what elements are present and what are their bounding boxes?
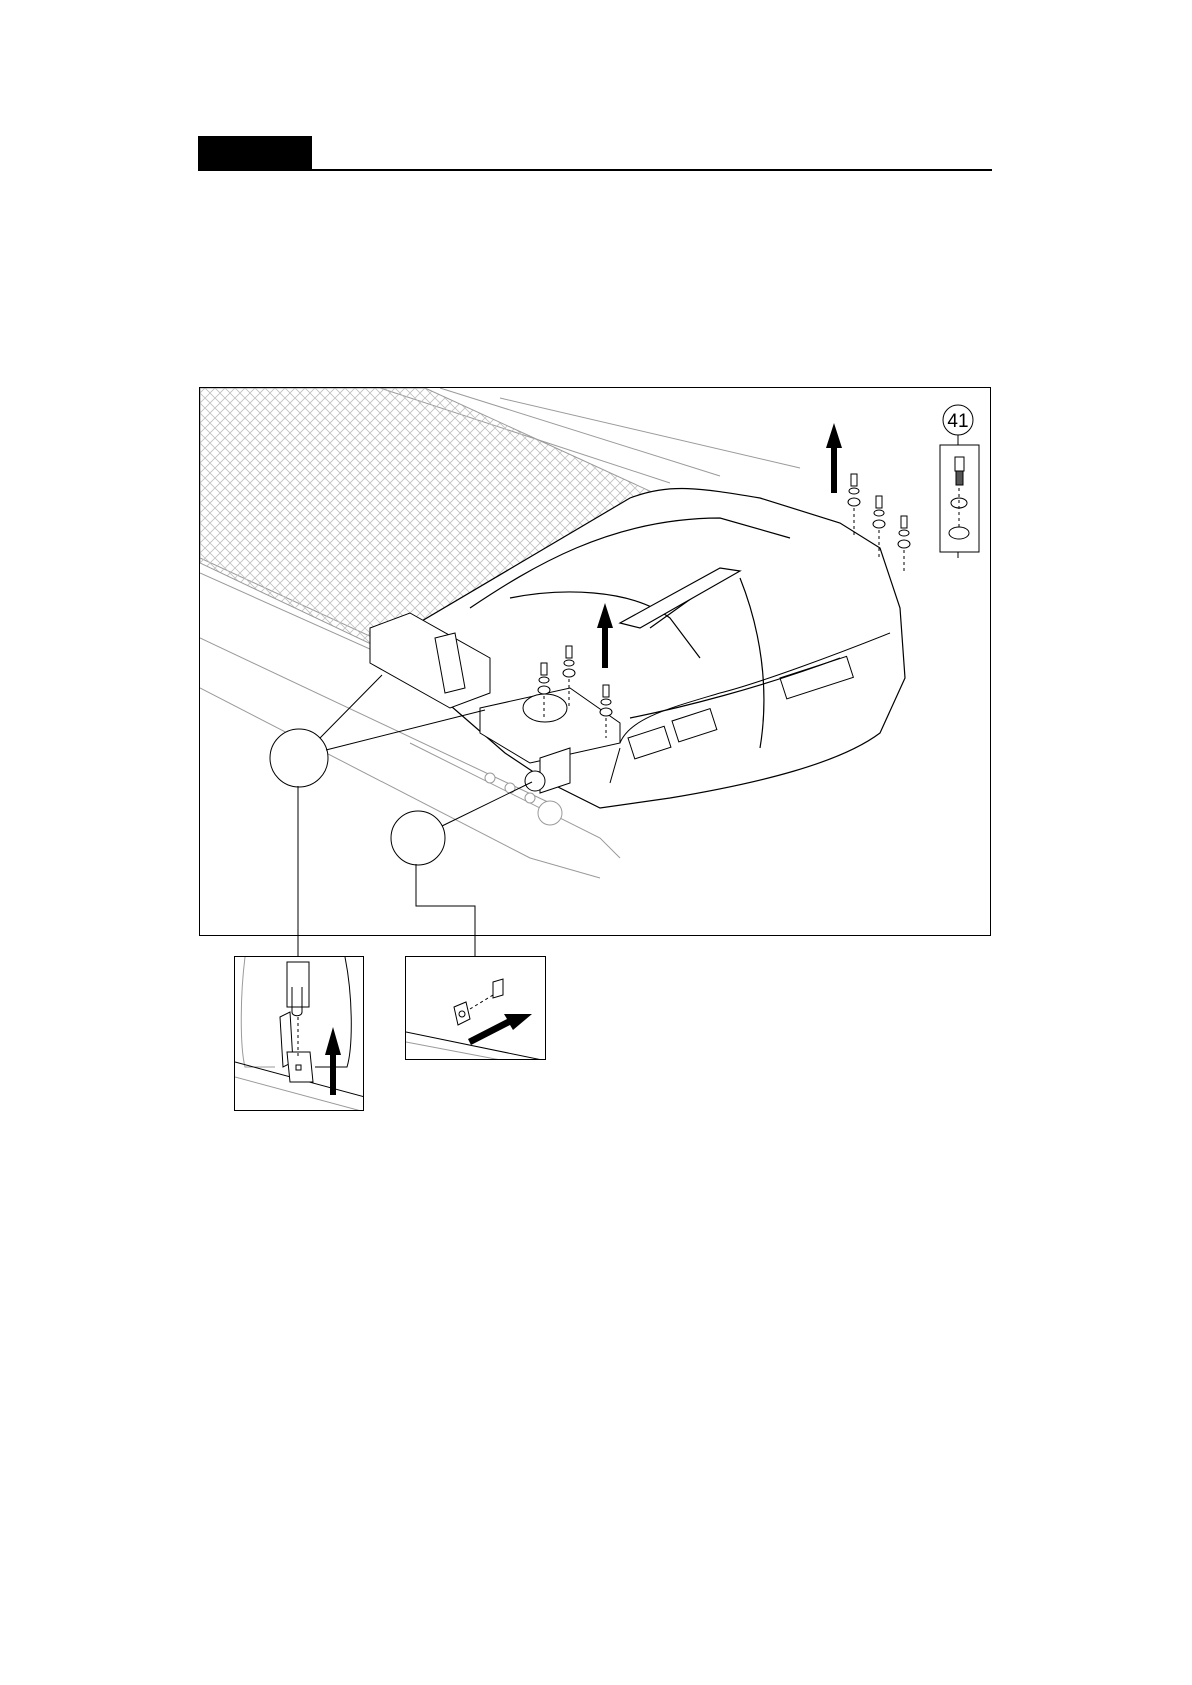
arrow-up-icon [826, 423, 842, 493]
part-41-inset: 41 [940, 405, 979, 558]
header-rule [198, 169, 992, 171]
clip-callout-circle [270, 729, 328, 787]
arrow-diagonal-icon [468, 1014, 532, 1045]
nut-callout-circle [391, 811, 445, 865]
section-header-block [198, 136, 312, 170]
nut-detail-drawing [406, 957, 546, 1060]
arrow-up-icon [325, 1027, 341, 1095]
part-number-label: 41 [947, 411, 968, 432]
treadmill-motor-cover-drawing: 41 [200, 388, 991, 936]
nut-detail-view [405, 956, 546, 1060]
clip-detail-view [234, 956, 364, 1111]
assembly-diagram-frame: 41 [199, 387, 991, 936]
clip-detail-drawing [235, 957, 364, 1111]
